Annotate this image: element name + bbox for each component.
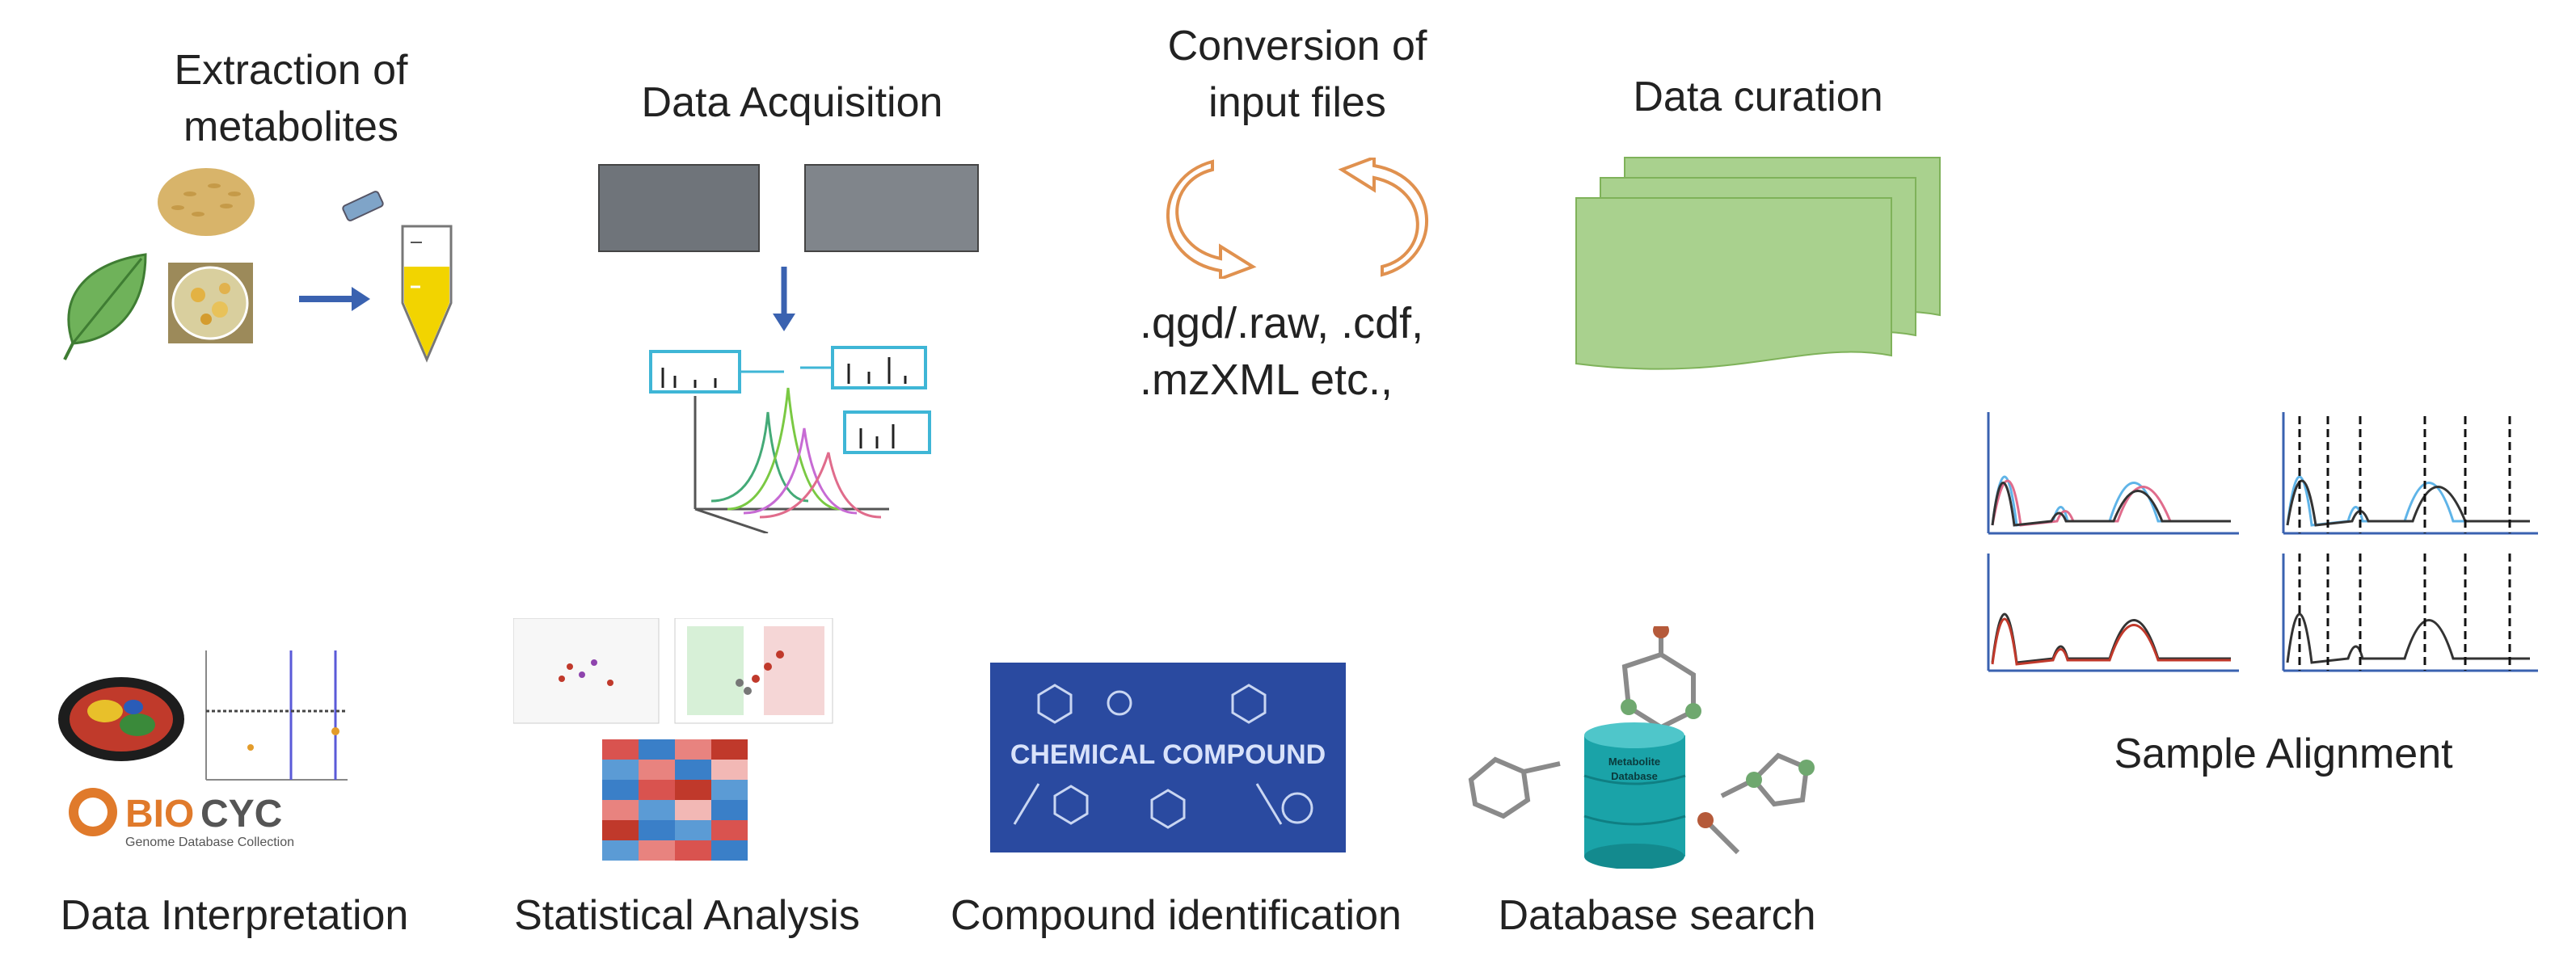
- statistics-illustration: [513, 618, 837, 877]
- database-illustration: Metabolite Database: [1463, 626, 1851, 869]
- arrow-down-icon: [773, 267, 795, 331]
- pca-3d-plot-icon: [513, 618, 660, 724]
- database-label: Database search: [1498, 892, 1816, 939]
- cycle-arrow-left-icon: [1166, 159, 1257, 279]
- heatmap-icon: [602, 739, 748, 861]
- alignment-label: Sample Alignment: [2114, 730, 2453, 777]
- leaf-icon: [63, 253, 147, 360]
- svg-text:BIO: BIO: [125, 793, 194, 836]
- banner-text: CHEMICAL COMPOUND: [1010, 739, 1326, 770]
- database-cylinder-icon: Metabolite Database: [1583, 722, 1686, 869]
- extraction-label: Extraction of metabolites: [174, 47, 408, 151]
- benzene-ring-icon: [1037, 684, 1073, 724]
- curation-label: Data curation: [1633, 74, 1883, 120]
- curation-documents: [1572, 154, 1952, 388]
- interpretation-label: Data Interpretation: [60, 892, 409, 939]
- acquisition-label: Data Acquisition: [641, 79, 943, 126]
- biocyc-logo-icon: BIO CYC Genome Database Collection: [69, 788, 294, 849]
- statistics-label: Statistical Analysis: [514, 892, 860, 939]
- document-icon-front: [1575, 197, 1892, 370]
- arrow-right-icon: [299, 287, 370, 311]
- grain-pile-icon: [158, 168, 255, 236]
- alignment-chart: [1972, 404, 2554, 687]
- instrument-photo-2: [804, 164, 979, 252]
- interpretation-illustration: BIO CYC Genome Database Collection: [57, 642, 364, 861]
- conversion-label: Conversion of input files: [1167, 23, 1427, 127]
- petri-dish-icon: [168, 263, 253, 343]
- scatter-plot-icon: [205, 650, 348, 781]
- svg-text:Metabolite: Metabolite: [1608, 756, 1660, 768]
- svg-text:Genome Database Collection: Genome Database Collection: [125, 836, 294, 849]
- extraction-illustration: [40, 166, 517, 376]
- kegg-logo-icon: [58, 677, 184, 761]
- chromatogram-illustration: [647, 267, 954, 533]
- volcano-plot-icon: [674, 618, 833, 724]
- compound-banner: CHEMICAL COMPOUND: [990, 663, 1346, 852]
- eppendorf-tube-icon: [342, 191, 453, 363]
- compound-label: Compound identification: [951, 892, 1402, 939]
- file-formats-label: .qgd/.raw, .cdf, .mzXML etc.,: [1140, 299, 1424, 405]
- svg-text:CYC: CYC: [200, 793, 282, 836]
- cycle-arrow-right-icon: [1338, 158, 1429, 277]
- svg-text:Database: Database: [1611, 770, 1658, 782]
- conversion-cycle: [1164, 158, 1431, 279]
- instrument-photo-1: [598, 164, 760, 252]
